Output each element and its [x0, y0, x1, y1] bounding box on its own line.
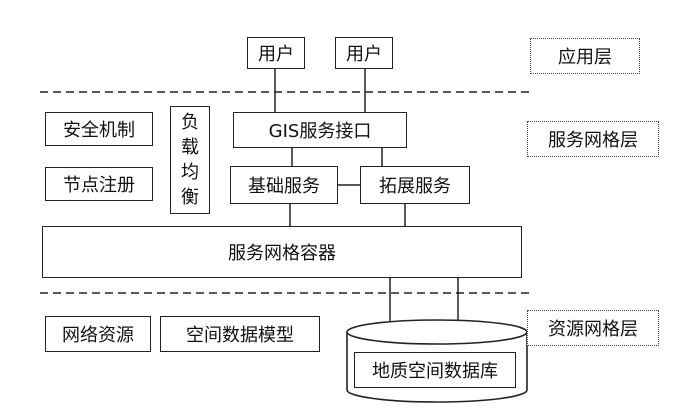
user-box-2: 用户: [335, 37, 393, 69]
load-balance-char-1: 负: [181, 112, 199, 133]
gis-service-interface-box: GIS服务接口: [233, 112, 407, 148]
layer-label-application: 应用层: [530, 38, 640, 74]
load-balance-char-2: 载: [181, 137, 199, 158]
load-balance-box: 负 载 均 衡: [170, 106, 210, 214]
service-grid-container-box: 服务网格容器: [42, 226, 522, 278]
basic-service-box: 基础服务: [230, 166, 338, 204]
load-balance-char-3: 均: [181, 162, 199, 183]
load-balance-char-4: 衡: [181, 187, 199, 208]
network-resource-box: 网络资源: [45, 316, 151, 352]
security-mechanism-box: 安全机制: [45, 112, 153, 146]
layer-label-service: 服务网格层: [527, 121, 659, 157]
spatial-data-model-box: 空间数据模型: [160, 316, 320, 352]
layer-label-resource: 资源网格层: [527, 310, 659, 346]
node-register-box: 节点注册: [45, 167, 153, 201]
user-box-1: 用户: [247, 37, 305, 69]
geology-spatial-database-label: 地质空间数据库: [354, 352, 516, 388]
extended-service-box: 拓展服务: [360, 166, 470, 204]
